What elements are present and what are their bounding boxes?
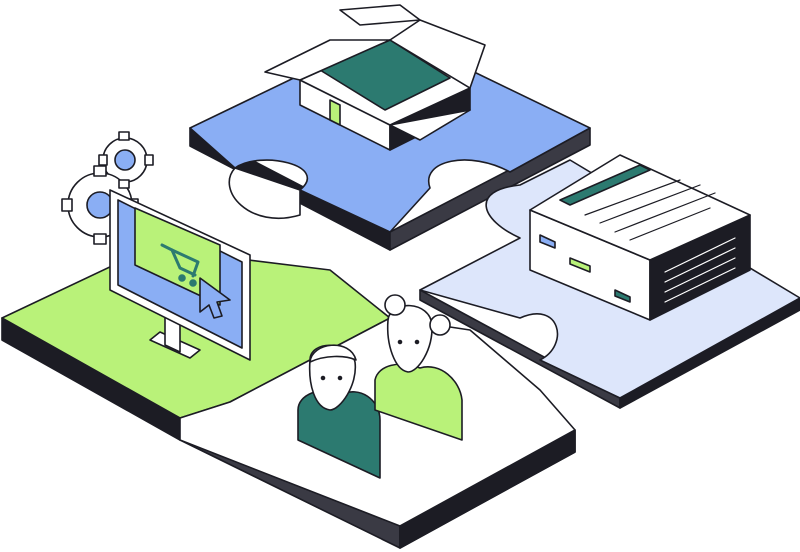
puzzle-piece-blue bbox=[189, 69, 591, 251]
person-icon bbox=[297, 344, 381, 479]
shopping-cart-icon bbox=[160, 243, 200, 287]
document-stack-icon bbox=[529, 154, 751, 321]
person-icon bbox=[374, 294, 463, 441]
cursor-icon bbox=[199, 277, 231, 319]
gear-icon bbox=[61, 131, 154, 245]
open-box-icon bbox=[264, 4, 486, 151]
